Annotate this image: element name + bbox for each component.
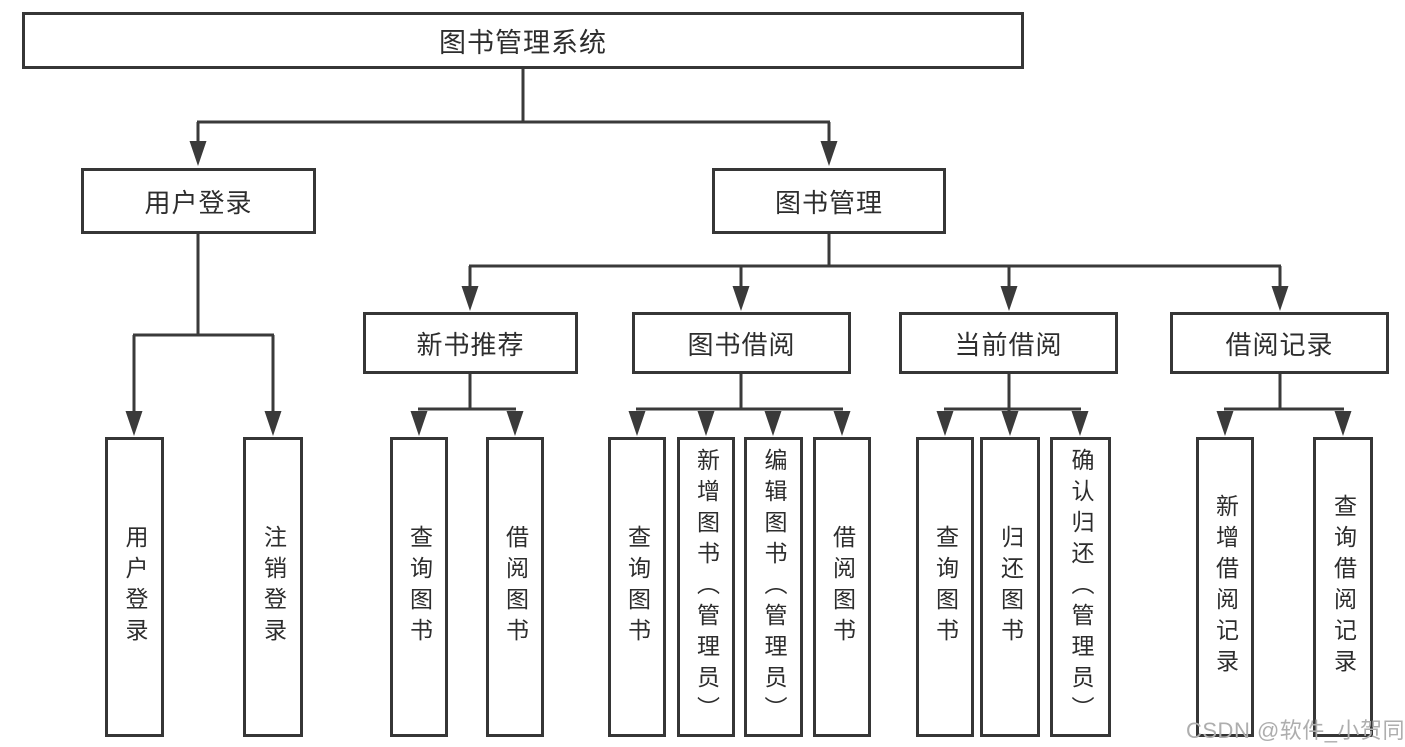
node-label: 借阅记录 <box>1225 329 1334 360</box>
node-label: 查询图书 <box>406 525 433 649</box>
node-new-book-recommendation: 新书推荐 <box>363 312 578 374</box>
leaf-query-books-current: 查询图书 <box>916 437 974 737</box>
node-root-library-management-system: 图书管理系统 <box>22 12 1024 69</box>
node-label: 注销登录 <box>260 525 287 649</box>
node-label: 确认归还（管理员） <box>1068 447 1094 727</box>
node-borrowing-records: 借阅记录 <box>1170 312 1389 374</box>
node-label: 查询借阅记录 <box>1330 494 1357 680</box>
leaf-user-login: 用户登录 <box>105 437 164 737</box>
leaf-query-borrow-record: 查询借阅记录 <box>1313 437 1373 737</box>
node-user-login: 用户登录 <box>81 168 316 234</box>
node-label: 当前借阅 <box>954 329 1063 360</box>
node-label: 查询图书 <box>624 525 651 649</box>
leaf-query-books-borrow: 查询图书 <box>608 437 666 737</box>
leaf-add-book-admin: 新增图书（管理员） <box>677 437 735 737</box>
node-label: 新增借阅记录 <box>1212 494 1239 680</box>
node-label: 编辑图书（管理员） <box>761 447 787 727</box>
node-book-management: 图书管理 <box>712 168 946 234</box>
leaf-borrow-books: 借阅图书 <box>813 437 871 737</box>
node-label: 图书管理系统 <box>439 28 607 58</box>
node-label: 查询图书 <box>932 525 959 649</box>
node-label: 新增图书（管理员） <box>693 447 720 727</box>
leaf-logout: 注销登录 <box>243 437 303 737</box>
node-book-borrowing: 图书借阅 <box>632 312 851 374</box>
node-label: 借阅图书 <box>829 525 856 649</box>
node-label: 图书管理 <box>774 187 883 218</box>
arrowheads <box>125 141 1352 436</box>
node-label: 借阅图书 <box>502 525 529 649</box>
leaf-confirm-return-admin: 确认归还（管理员） <box>1050 437 1111 737</box>
node-label: 用户登录 <box>122 525 148 649</box>
node-label: 用户登录 <box>144 187 253 218</box>
leaf-edit-book-admin: 编辑图书（管理员） <box>744 437 803 737</box>
node-label: 图书借阅 <box>687 329 796 360</box>
leaf-query-books-recommend: 查询图书 <box>390 437 448 737</box>
leaf-add-borrow-record: 新增借阅记录 <box>1196 437 1254 737</box>
node-label: 归还图书 <box>997 525 1024 649</box>
leaf-borrow-books-recommend: 借阅图书 <box>486 437 544 737</box>
leaf-return-book: 归还图书 <box>980 437 1040 737</box>
csdn-watermark: CSDN @软件_小贺同学 <box>1186 718 1405 743</box>
node-label: 新书推荐 <box>416 329 525 360</box>
node-current-borrowing: 当前借阅 <box>899 312 1118 374</box>
